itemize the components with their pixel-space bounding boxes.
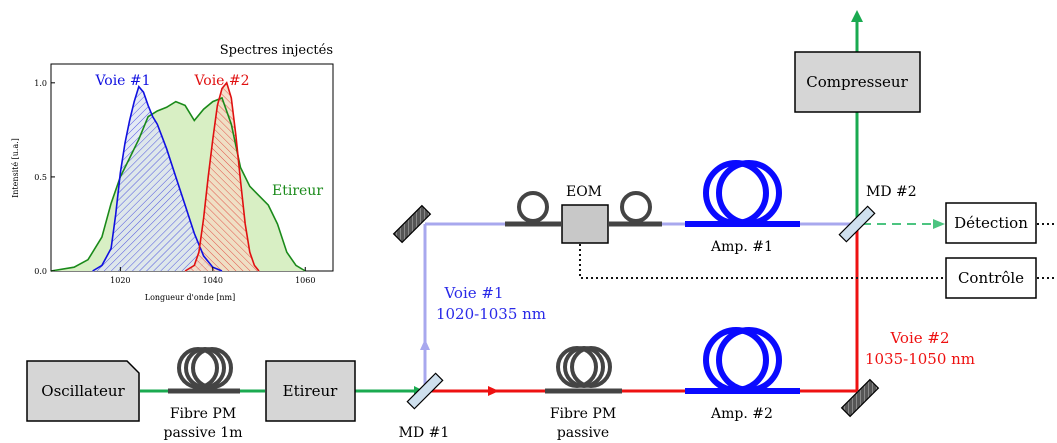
voie1-label-line2: 1020-1035 nm	[436, 305, 546, 323]
x-tick-label: 1060	[295, 276, 315, 285]
eom-fibre-left	[505, 191, 562, 227]
spectrum-inset-chart: Spectres injectés 1020 1040 1060 0.0 0.5 1.0…	[11, 43, 334, 302]
y-tick-label: 1.0	[34, 79, 47, 88]
arrow-green-output	[851, 10, 863, 22]
detection-label: Détection	[954, 214, 1028, 232]
inset-plot-marks	[50, 81, 306, 272]
dichroic-md2	[838, 205, 876, 243]
series-area-voie1	[92, 86, 223, 271]
controle-label: Contrôle	[958, 269, 1024, 287]
legend-voie2: Voie #2	[193, 73, 249, 89]
y-tick-label: 0.0	[34, 267, 47, 276]
voie2-label-line1: Voie #2	[889, 329, 949, 347]
amp2-fibre	[685, 327, 800, 394]
inset-y-axis-label: Intensité [u.a.]	[11, 138, 20, 198]
arrow-red	[488, 386, 499, 396]
compresseur-box: Compresseur	[794, 51, 921, 113]
fibre-pm-passive	[545, 346, 622, 394]
arrow-detection	[933, 219, 945, 229]
compresseur-label: Compresseur	[806, 73, 908, 91]
amp1-fibre	[685, 160, 800, 227]
fibre-passive-label-line2: passive	[557, 425, 609, 441]
controle-box: Contrôle	[945, 257, 1037, 299]
series-line-voie1	[92, 84, 223, 272]
eom-box: EOM	[561, 184, 609, 244]
md1-label: MD #1	[399, 425, 450, 441]
oscillateur-box: Oscillateur	[26, 360, 140, 422]
legend-etireur: Etireur	[272, 183, 323, 199]
inset-x-axis-label: Longueur d'onde [nm]	[145, 293, 235, 302]
md2-label: MD #2	[866, 184, 917, 200]
eom-fibre-right	[608, 191, 662, 227]
fibre-1m-label-line2: passive 1m	[164, 425, 243, 441]
etireur-box: Etireur	[265, 360, 356, 422]
y-tick-label: 0.5	[34, 173, 47, 182]
mirror-lower-right	[840, 378, 880, 418]
control-line-eom	[579, 244, 945, 279]
dichroic-md1	[406, 372, 444, 410]
detection-box: Détection	[945, 202, 1037, 244]
legend-voie1: Voie #1	[94, 73, 150, 89]
amp2-label: Amp. #2	[710, 406, 773, 422]
amp1-label: Amp. #1	[710, 239, 773, 255]
arrow-violet	[420, 339, 430, 350]
fibre-1m-label-line1: Fibre PM	[170, 406, 236, 422]
oscillateur-label: Oscillateur	[41, 382, 125, 400]
x-tick-label: 1020	[110, 276, 130, 285]
voie1-label-line1: Voie #1	[443, 284, 503, 302]
mirror-upper-left	[392, 204, 432, 244]
fibre-pm-passive-1m	[168, 347, 240, 394]
series-line-etireur	[50, 96, 306, 272]
inset-y-ticks: 0.0 0.5 1.0	[34, 79, 55, 276]
voie2-label-line2: 1035-1050 nm	[865, 350, 975, 368]
etireur-box-label: Etireur	[283, 382, 338, 400]
inset-x-ticks: 1020 1040 1060	[110, 267, 315, 285]
series-line-voie2	[184, 81, 260, 272]
fibre-passive-label-line1: Fibre PM	[550, 406, 616, 422]
x-tick-label: 1040	[203, 276, 223, 285]
eom-label: EOM	[566, 184, 602, 200]
inset-title: Spectres injectés	[220, 43, 333, 58]
